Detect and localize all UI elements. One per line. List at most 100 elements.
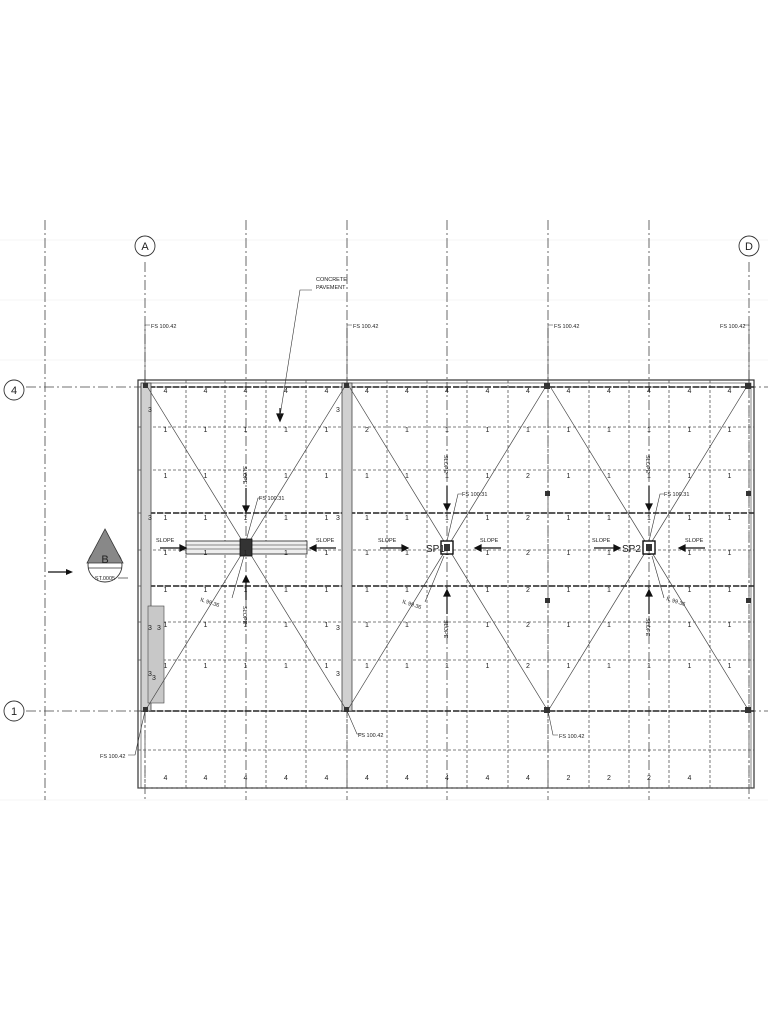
panel-number: 1 [445,515,449,522]
panel-number: 1 [647,550,651,557]
panel-number: 1 [284,515,288,522]
panel-number: 1 [164,473,168,480]
slope-label-6: SLOPE [685,538,704,544]
panel-number: 4 [164,388,168,395]
panel-number: 1 [204,515,208,522]
panel-number: 1 [445,622,449,629]
grid-bubble-row1-label: 1 [11,706,17,718]
slope-label-3: SLOPE [378,538,397,544]
panel-number: 1 [164,587,168,594]
grid-bubble-row4: 4 [3,379,25,401]
panel-number: 1 [244,663,248,670]
panel-number: 1 [728,550,732,557]
panel-number: 1 [164,515,168,522]
panel-number: 1 [647,427,651,434]
pavement-note-line2: PAVEMENT [316,285,346,291]
panel-number: 1 [244,473,248,480]
panel-number: 1 [325,663,329,670]
joint-markers [143,383,751,713]
trench-drain [185,538,308,557]
panel-number: 1 [405,427,409,434]
grid-bubble-row4-label: 4 [11,385,17,397]
pavement-callout: CONCRETE PAVEMENT [279,277,347,417]
pavement-note-line1: CONCRETE [316,277,347,283]
slope-label-4: SLOPE [480,538,499,544]
panel-number: 4 [445,775,449,782]
panel-number: 2 [647,775,651,782]
il-label-3: IL 99.36 [665,596,686,608]
panel-number: 4 [688,775,692,782]
panel-number: 1 [244,550,248,557]
panel-number: 1 [607,550,611,557]
panel-number: 1 [445,473,449,480]
panel-number: 1 [204,622,208,629]
panel-number: 1 [445,550,449,557]
panel-number: 1 [445,427,449,434]
slope-label-2: SLOPE [316,538,335,544]
panel-number: 4 [486,388,490,395]
panel-number: 1 [486,663,490,670]
panel-number: 4 [204,775,208,782]
grid-bubble-a-label: A [141,241,149,253]
panel-number: 4 [445,388,449,395]
fs-label-c: FS 100.42 [554,324,579,330]
panel-number: 1 [204,427,208,434]
panel-number: 2 [526,622,530,629]
panel-number: 1 [325,515,329,522]
sp1-label: SP1 [426,544,445,555]
panel-number: 1 [647,473,651,480]
panel-number: 4 [284,775,288,782]
pavement-outline [137,379,755,789]
panel-number: 1 [325,550,329,557]
fs-label-b: FS 100.42 [353,324,378,330]
panel-number: 1 [365,663,369,670]
section-marker-sheet: ST.0005 [95,576,115,582]
bold-joints [141,386,754,712]
panel-number: 1 [325,427,329,434]
panel-number: 1 [164,550,168,557]
joint-number: 3 [336,515,340,522]
panel-number: 1 [607,622,611,629]
fs-drain-label-1: FS 100.31 [259,496,284,502]
sp2-label: SP2 [622,544,641,555]
joint-number: 3 [148,671,152,678]
panel-number: 4 [486,775,490,782]
panel-number: 1 [204,587,208,594]
panel-number: 1 [405,473,409,480]
grid-bubble-a: A [134,235,156,257]
panel-number: 1 [325,622,329,629]
panel-number: 1 [365,473,369,480]
panel-number: 4 [688,388,692,395]
panel-number: 1 [688,550,692,557]
fs-top-labels [144,324,750,383]
joint-number: 3 [336,625,340,632]
panel-number: 4 [325,775,329,782]
panel-number: 4 [244,388,248,395]
panel-number: 2 [526,587,530,594]
joint-number: 3 [148,407,152,414]
panel-number: 4 [526,388,530,395]
panel-number: 1 [284,550,288,557]
panel-number: 1 [405,550,409,557]
panel-number: 2 [607,775,611,782]
fs-drain-label-2: FS 100.31 [462,492,487,498]
panel-number: 1 [486,550,490,557]
fs-label-a: FS 100.42 [151,324,176,330]
joint-number: 3 [148,625,152,632]
fs-bottom-label-a: FS 100.42 [100,754,125,760]
panel-number: 1 [647,622,651,629]
panel-number: 1 [486,515,490,522]
panel-number: 1 [647,663,651,670]
slope-label-v1: SLOPE [241,466,247,485]
panel-number: 4 [325,388,329,395]
panel-number: 1 [688,427,692,434]
panel-number: 1 [728,663,732,670]
panel-number: 1 [728,427,732,434]
background-hatch [0,239,768,801]
grid-bubble-row1: 1 [3,700,25,722]
panel-number: 1 [688,587,692,594]
il-label-2: IL 99.36 [401,599,422,611]
grid-bubble-d: D [738,235,760,257]
panel-number: 1 [567,473,571,480]
